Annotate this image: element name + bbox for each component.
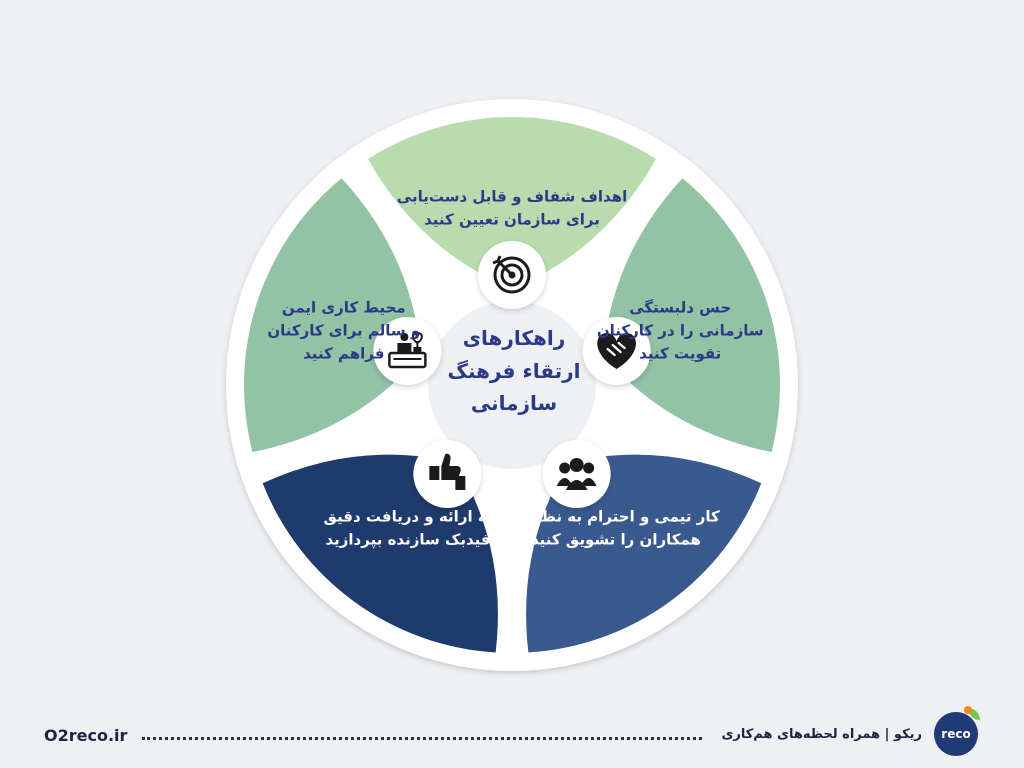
target-icon: [478, 241, 546, 309]
center-title: راهکارهای ارتقاء فرهنگ سازمانی: [447, 326, 580, 415]
segment-text-line: محیط کاری ایمن: [282, 298, 406, 316]
segment-text-line: فراهم کنید: [303, 344, 384, 362]
team-icon: [542, 439, 611, 508]
footer: O2reco.ir ریکو | همراه لحظه‌های هم‌کاری …: [0, 706, 1024, 758]
reco-logo: reco: [934, 706, 980, 756]
segment-text-teamwork: کار تیمی و احترام به نظرات همکاران را تشو…: [512, 508, 720, 549]
icons-layer: [373, 241, 651, 508]
center-title-line-1: راهکارهای: [463, 326, 566, 350]
segment-text-line: کار تیمی و احترام به نظرات: [512, 508, 720, 526]
handshake-heart-icon: [582, 317, 651, 386]
inner-circle: [428, 301, 596, 469]
logo-dot-icon: [964, 706, 972, 714]
segment-text-belonging: حس دلبستگی سازمانی را در کارکنان تقویت کنی…: [597, 298, 764, 362]
segment-goals: [368, 117, 656, 289]
thumbs-icon: [413, 439, 482, 508]
segment-text-feedback: به ارائه و دریافت دقیق فیدبک سازنده بپردا…: [324, 508, 493, 550]
segment-belonging: [603, 178, 780, 453]
center-title-line-2: ارتقاء فرهنگ: [447, 359, 580, 383]
segment-text-line: همکاران را تشویق کنید: [531, 531, 701, 549]
segment-text-line: و سالم برای کارکنان: [267, 321, 420, 339]
segment-text-goals: اهداف شفاف و قابل دست‌یابی برای سازمان تع…: [397, 188, 627, 229]
segment-texts: اهداف شفاف و قابل دست‌یابی برای سازمان تع…: [267, 188, 763, 550]
center-title-line-3: سازمانی: [471, 391, 557, 415]
segment-text-line: سازمانی را در کارکنان: [597, 321, 764, 339]
segment-text-line: اهداف شفاف و قابل دست‌یابی: [397, 188, 627, 206]
logo-text: reco: [941, 727, 971, 741]
dotted-divider: [142, 737, 702, 740]
segment-text-line: فیدبک سازنده بپردازید: [325, 531, 490, 550]
segment-text-line: به ارائه و دریافت دقیق: [324, 508, 493, 526]
tagline: ریکو | همراه لحظه‌های هم‌کاری: [721, 727, 922, 742]
segment-text-safety: محیط کاری ایمن و سالم برای کارکنان فراهم ک…: [267, 298, 420, 362]
segment-text-line: برای سازمان تعیین کنید: [424, 211, 600, 229]
segment-text-line: حس دلبستگی: [629, 298, 731, 316]
segment-text-line: تقویت کنید: [639, 344, 721, 362]
workspace-plant-icon: [373, 317, 442, 386]
site-url[interactable]: O2reco.ir: [44, 726, 128, 745]
segment-safety: [243, 178, 421, 453]
